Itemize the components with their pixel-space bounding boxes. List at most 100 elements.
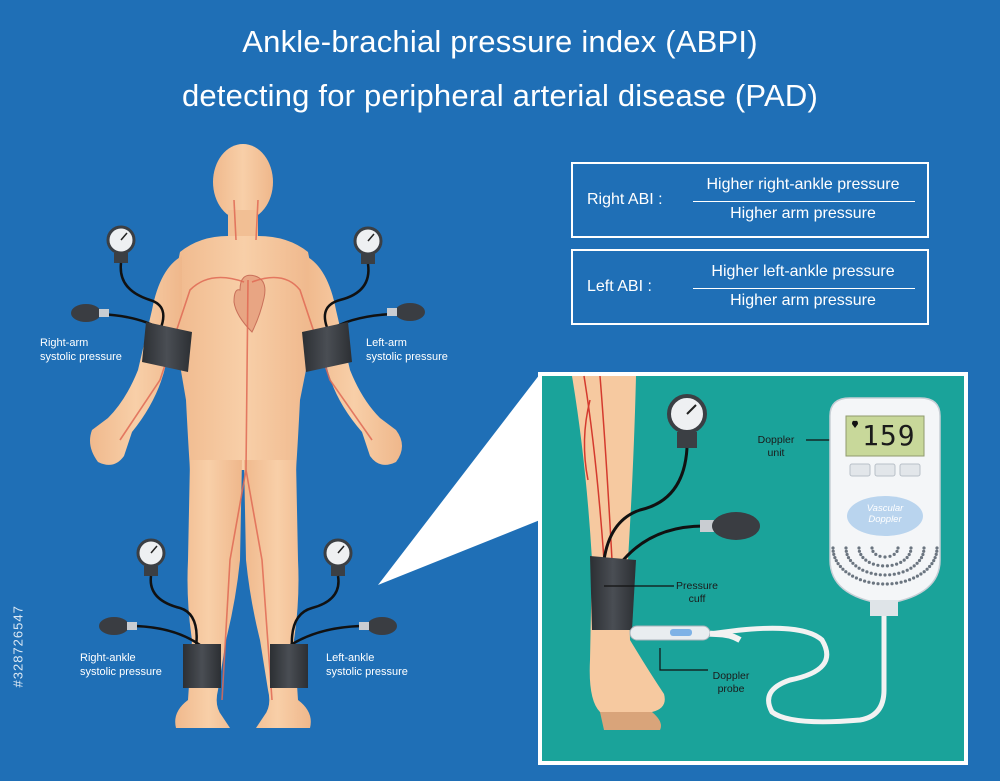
right-abi-denominator: Higher arm pressure: [730, 205, 876, 222]
left-ankle-cuff-set: [270, 538, 397, 688]
speaker-hole: [902, 558, 906, 562]
speaker-hole: [844, 549, 848, 553]
title-line-2: detecting for peripheral arterial diseas…: [181, 78, 818, 113]
speaker-hole: [878, 573, 882, 577]
speaker-hole: [935, 549, 939, 553]
body-head: [213, 144, 273, 220]
speaker-hole: [883, 555, 887, 559]
speaker-hole: [899, 560, 903, 565]
speaker-hole: [881, 564, 885, 568]
speaker-hole: [859, 552, 863, 557]
body-torso: [172, 236, 316, 470]
speaker-hole: [895, 549, 899, 554]
speaker-hole: [895, 562, 899, 566]
doppler-button: [899, 463, 921, 477]
bulb-icon: [99, 617, 129, 635]
speaker-hole: [867, 560, 871, 565]
speaker-hole: [845, 552, 849, 557]
speaker-hole: [851, 574, 855, 578]
speaker-hole: [871, 562, 876, 566]
speaker-hole: [907, 552, 911, 557]
speaker-hole: [831, 546, 835, 550]
bulb-icon: [71, 304, 101, 322]
fraction-line: [693, 201, 915, 202]
speaker-hole: [833, 556, 837, 560]
speaker-hole: [881, 582, 885, 586]
left-abi-denominator: Higher arm pressure: [730, 292, 876, 309]
speaker-hole: [861, 555, 865, 560]
right-abi-formula: Right ABI : Higher right-ankle pressure …: [571, 162, 929, 238]
left-arm-cuff-set: [302, 226, 425, 372]
speaker-hole: [858, 578, 863, 582]
speaker-hole: [895, 581, 899, 585]
speaker-hole: [863, 579, 867, 583]
speaker-hole: [871, 581, 876, 585]
speaker-hole: [905, 568, 909, 572]
right-abi-label: Right ABI :: [587, 191, 663, 208]
body-right-arm: [90, 256, 182, 465]
doppler-display-value: 159: [862, 419, 916, 452]
speaker-hole: [934, 552, 938, 557]
speaker-hole: [857, 566, 861, 570]
speaker-hole: [874, 572, 878, 576]
right-arm-cuff: [142, 322, 192, 372]
speaker-hole: [874, 552, 878, 557]
doppler-button: [849, 463, 871, 477]
speaker-hole: [897, 571, 901, 575]
speaker-hole: [851, 561, 855, 565]
callout-wedge: [378, 374, 540, 585]
speaker-hole: [836, 562, 840, 566]
speaker-hole: [838, 564, 843, 569]
speaker-hole: [922, 570, 926, 574]
right-ankle-cuff: [183, 644, 221, 688]
arteries: [119, 199, 373, 701]
speaker-hole: [912, 564, 916, 568]
speaker-hole: [841, 567, 845, 571]
body-left-arm: [306, 256, 402, 465]
speaker-hole: [876, 563, 880, 567]
speaker-hole: [890, 582, 894, 586]
heart-icon: [852, 420, 858, 428]
speaker-hole: [857, 549, 862, 553]
fraction-line: [693, 288, 915, 289]
speaker-hole: [885, 582, 889, 586]
speaker-hole: [867, 580, 871, 584]
speaker-hole: [909, 566, 913, 570]
speaker-hole: [834, 559, 838, 563]
speaker-hole: [925, 567, 929, 571]
speaker-hole: [915, 574, 920, 578]
bulb-icon: [395, 303, 425, 321]
left-ankle-cuff: [270, 644, 308, 688]
bulb-icon: [367, 617, 397, 635]
speaker-hole: [832, 552, 836, 557]
left-abi-formula: Left ABI : Higher left-ankle pressure Hi…: [571, 249, 929, 325]
speaker-hole: [905, 555, 909, 560]
speaker-hole: [912, 576, 916, 580]
speaker-hole: [878, 554, 882, 558]
inset-panel: [538, 372, 968, 765]
speaker-hole: [917, 558, 922, 563]
speaker-hole: [854, 564, 858, 568]
doppler-brand-badge: [847, 496, 923, 536]
speaker-hole: [844, 546, 848, 550]
human-body-figure: [90, 144, 402, 728]
speaker-hole: [901, 570, 905, 574]
right-ankle-cuff-set: [99, 538, 221, 688]
speaker-hole: [932, 559, 936, 563]
speaker-hole: [871, 549, 875, 554]
speaker-hole: [888, 554, 892, 558]
speaker-hole: [915, 561, 919, 565]
doppler-unit: [829, 397, 941, 616]
speaker-hole: [922, 549, 926, 553]
speaker-hole: [865, 570, 869, 574]
speaker-grille: [831, 546, 939, 586]
speaker-hole: [844, 570, 848, 574]
speaker-hole: [869, 571, 873, 575]
body-neck: [228, 210, 258, 240]
